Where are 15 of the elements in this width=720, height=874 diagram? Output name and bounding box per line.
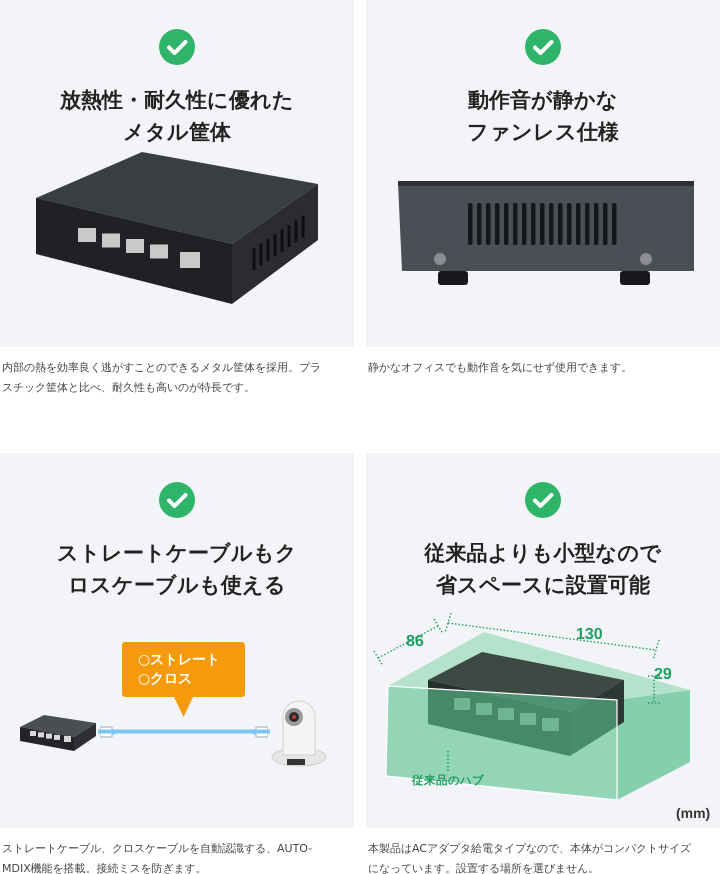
- unit-label: (mm): [676, 805, 710, 821]
- feature-heading: 放熱性・耐久性に優れたメタル筐体: [58, 87, 295, 146]
- feature-heading: ストレートケーブルもクロスケーブルも使える: [56, 540, 298, 599]
- dimension-value: 86: [406, 633, 424, 651]
- feature-description: 内部の熱を効率良く逃がすことのできるメタル筐体を採用。プラスチック筐体と比べ、耐久性も高いのが特長です。: [2, 360, 322, 396]
- feature-description: 本製品はACアダプタ給電タイプなので、本体がコンパクトサイズになっています。設置する場所を選びません。: [368, 841, 692, 874]
- dimension-value: 130: [576, 626, 603, 644]
- leader-line: [447, 750, 449, 771]
- dimension-value: 29: [654, 666, 672, 684]
- feature-heading: 従来品よりも小型なので省スペースに設置可能: [424, 540, 662, 599]
- feature-description: 静かなオフィスでも動作音を気にせず使用できます。: [368, 360, 633, 376]
- speech-bubble: ○ストレート ○クロス: [122, 642, 245, 717]
- feature-heading: 動作音が静かなファンレス仕様: [466, 87, 620, 146]
- cable-line: [98, 730, 270, 734]
- feature-description: ストレートケーブル、クロスケーブルを自動認識する、AUTO-MDIX機能を搭載。接続ミスを防ぎます。: [2, 841, 314, 874]
